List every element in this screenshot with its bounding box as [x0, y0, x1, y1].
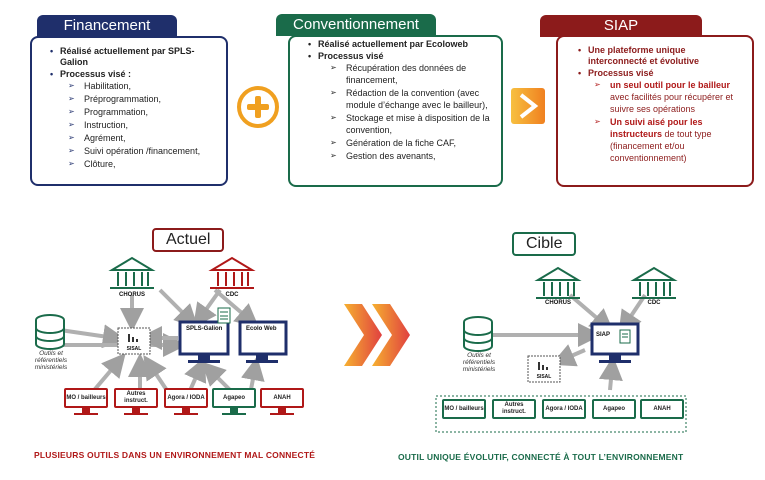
conventionnement-sub-generation: Génération de la fiche CAF,	[330, 137, 495, 149]
siap-sub-outil: un seul outil pour le bailleur avec faci…	[594, 79, 746, 115]
ecolo-monitor-icon	[238, 320, 288, 363]
financement-sub-instruction: Instruction,	[68, 119, 218, 131]
actuel-caption: PLUSIEURS OUTILS DANS UN ENVIRONNEMENT M…	[34, 450, 316, 460]
siap-monitor-icon	[590, 322, 640, 363]
cible-cdc-building-icon	[630, 266, 678, 299]
actuel-actor-mo: MO / bailleurs	[64, 388, 108, 408]
cible-chorus-label: CHORUS	[544, 300, 571, 306]
document-icon	[217, 307, 231, 324]
conventionnement-sub-redaction: Rédaction de la convention (avec module …	[330, 87, 495, 111]
financement-sub-preprogrammation: Préprogrammation,	[68, 93, 218, 105]
financement-sub-suivi: Suivi opération /financement,	[68, 145, 218, 157]
conventionnement-sub-avenants: Gestion des avenants,	[330, 150, 495, 162]
financement-sub-cloture: Clôture,	[68, 158, 218, 170]
cible-siap-label: SIAP	[596, 332, 611, 338]
conventionnement-sub-recuperation: Récupération des données de financement,	[330, 62, 495, 86]
actuel-actor-agapeo: Agapeo	[212, 388, 256, 408]
actuel-chorus-label: CHORUS	[118, 292, 145, 298]
spls-monitor-icon	[178, 320, 230, 363]
cible-sisal-label: SISAL	[536, 374, 552, 380]
actuel-title: Actuel	[152, 228, 225, 252]
database-icon	[35, 314, 65, 350]
siap-item-processus: Processus visé un seul outil pour le bai…	[578, 68, 746, 164]
actuel-db-label: Outils et référentiels ministériels	[34, 350, 68, 371]
cible-actor-agora: Agora / IODA	[542, 399, 586, 419]
conventionnement-item-realise: Réalisé actuellement par Ecoloweb	[308, 39, 495, 50]
siap-item-plateforme: Une plateforme unique interconnecté et é…	[578, 45, 746, 67]
financement-tab: Financement	[37, 15, 177, 37]
actuel-spls-label: SPLS-Galion	[186, 326, 223, 332]
conventionnement-title: Conventionnement	[293, 16, 419, 33]
cible-actor-anah: ANAH	[640, 399, 684, 419]
cible-actor-mo: MO / bailleurs	[442, 399, 486, 419]
cdc-building-icon	[208, 256, 256, 289]
double-chevron-icon	[344, 304, 410, 366]
financement-item-processus: Processus visé : Habilitation, Préprogra…	[50, 69, 218, 170]
siap-sub-suivi: Un suivi aisé pour les instructeurs de t…	[594, 116, 746, 164]
actuel-sisal-label: SISAL	[126, 346, 142, 352]
financement-title: Financement	[63, 17, 151, 34]
financement-panel: Réalisé actuellement par SPLS-Galion Pro…	[30, 36, 228, 186]
cible-title: Cible	[512, 232, 577, 256]
actuel-actor-autres: Autres instruct.	[114, 388, 158, 408]
siap-panel: Une plateforme unique interconnecté et é…	[556, 35, 754, 187]
plus-icon	[237, 86, 279, 128]
cible-database-icon	[463, 316, 493, 352]
financement-sub-habilitation: Habilitation,	[68, 80, 218, 92]
sisal-box	[117, 327, 151, 355]
cible-actor-agapeo: Agapeo	[592, 399, 636, 419]
cible-chorus-building-icon	[534, 266, 582, 299]
chevron-right-icon	[511, 88, 545, 124]
actuel-cdc-label: CDC	[225, 292, 239, 298]
cible-db-label: Outils et référentiels ministériels	[462, 352, 496, 373]
financement-item-realise: Réalisé actuellement par SPLS-Galion	[50, 46, 218, 68]
cible-caption: OUTIL UNIQUE ÉVOLUTIF, CONNECTÉ À TOUT L…	[398, 452, 684, 462]
siap-sub-outil-rest: avec facilités pour récupérer et suivre …	[610, 92, 734, 114]
chorus-building-icon	[108, 256, 156, 289]
siap-sub-suivi-bold: Un suivi aisé pour les instructeurs	[610, 117, 703, 139]
siap-tab: SIAP	[540, 15, 702, 37]
conventionnement-item-processus: Processus visé Récupération des données …	[308, 51, 495, 162]
siap-sub-suivi-rest: de tout type (financement et/ou conventi…	[610, 129, 712, 163]
conventionnement-sub-stockage: Stockage et mise à disposition de la con…	[330, 112, 495, 136]
conventionnement-tab: Conventionnement	[276, 14, 436, 36]
cible-sisal-box	[527, 355, 561, 383]
conventionnement-panel: Réalisé actuellement par Ecoloweb Proces…	[288, 35, 503, 187]
actuel-actor-agora: Agora / IODA	[164, 388, 208, 408]
cible-actor-autres: Autres instruct.	[492, 399, 536, 419]
cible-diagram	[435, 266, 687, 433]
actuel-actor-anah: ANAH	[260, 388, 304, 408]
cible-cdc-label: CDC	[647, 300, 661, 306]
financement-sub-programmation: Programmation,	[68, 106, 218, 118]
siap-title: SIAP	[603, 17, 639, 34]
siap-sub-outil-bold: un seul outil pour le bailleur	[610, 80, 731, 90]
actuel-ecolo-label: Ecolo Web	[246, 326, 277, 332]
cible-document-icon	[619, 329, 631, 344]
financement-sub-agrement: Agrément,	[68, 132, 218, 144]
